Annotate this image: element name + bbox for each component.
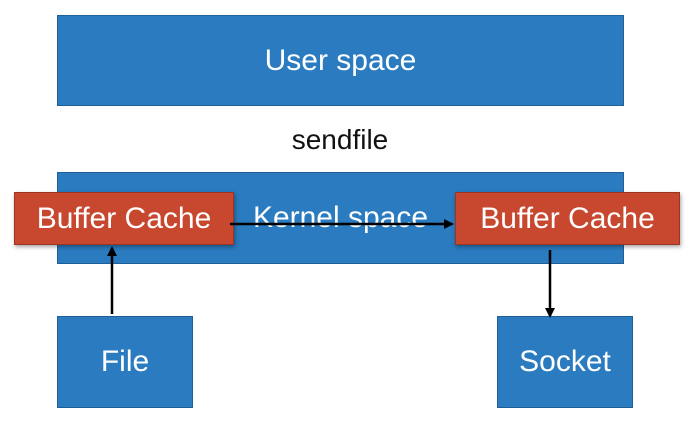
buffer-cache-left: Buffer Cache [14,192,234,245]
buffer-cache-right-label: Buffer Cache [480,201,655,235]
sendfile-label: sendfile [291,124,389,155]
buffer-cache-right: Buffer Cache [455,192,680,245]
file-label: File [100,345,150,378]
socket-block: Socket [497,316,633,408]
kernel-space-label: Kernel space [252,201,429,234]
file-block: File [57,316,193,408]
socket-label: Socket [519,345,611,378]
buffer-cache-left-label: Buffer Cache [36,201,212,235]
user-space-block: User space [57,15,624,106]
user-space-label: User space [264,43,417,77]
